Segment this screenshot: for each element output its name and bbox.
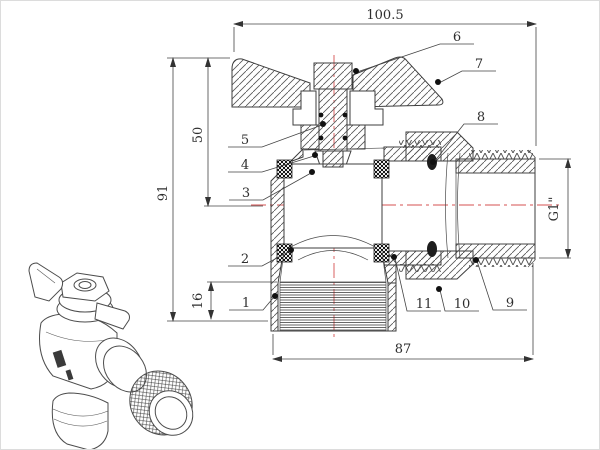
callout-3-label: 3: [242, 186, 250, 201]
stem-nut: [313, 62, 353, 90]
stem-oring-left-lower: [318, 135, 324, 141]
callout-6-label: 6: [453, 30, 461, 45]
callout-5: 5: [228, 121, 326, 148]
stem-oring-right-upper: [342, 112, 348, 118]
3d-body-marking-small: [65, 369, 74, 381]
body-right-bottom-wall: [387, 282, 397, 332]
dimension-thread-depth: 16: [191, 281, 277, 320]
dim-overall-width-label: 100.5: [366, 8, 403, 23]
callout-4: 4: [228, 152, 318, 173]
callout-7-label: 7: [475, 57, 483, 72]
dim-overall-height-label: 91: [156, 185, 171, 202]
dim-body-length-label: 87: [395, 342, 412, 357]
callout-9-label: 9: [506, 296, 514, 311]
callout-8: 8: [430, 110, 498, 165]
seat-left-top: [276, 159, 293, 179]
stem-tip: [322, 150, 344, 168]
ball-and-seats: [276, 150, 390, 283]
gland-left: [300, 124, 320, 150]
seat-right-top: [373, 159, 390, 179]
callout-1-label: 1: [242, 296, 250, 311]
callout-6: 6: [353, 30, 474, 74]
dim-outlet-thread-label: G1": [547, 197, 562, 222]
dimension-stem-height: 50: [191, 57, 263, 207]
part-callouts: 1 2 3 4 5 6 7 8: [228, 30, 527, 312]
dimensions: 100.5 91 50 16 87 G1": [156, 8, 571, 362]
gland-right: [346, 124, 366, 150]
stem-shaft: [318, 88, 348, 152]
male-thread-bottom: [469, 258, 533, 267]
dim-thread-depth-label: 16: [191, 293, 206, 310]
dim-stem-height-label: 50: [191, 127, 206, 144]
dimension-overall-width: 100.5: [233, 8, 537, 146]
outlet-male-thread: [455, 149, 536, 268]
callout-3: 3: [229, 169, 315, 201]
inlet-female-thread: [279, 281, 387, 331]
body-left-wall: [270, 147, 304, 332]
3d-body-marking: [52, 349, 67, 368]
callout-9: 9: [473, 257, 527, 311]
callout-1: 1: [229, 293, 278, 311]
callout-10: 10: [436, 286, 479, 312]
valve-stem-section: [313, 62, 353, 152]
dimension-overall-height: 91: [156, 57, 268, 322]
callout-2-label: 2: [241, 252, 249, 267]
dimension-outlet-thread: G1": [539, 158, 571, 259]
male-thread-top: [469, 150, 533, 159]
dimension-body-length: 87: [272, 263, 534, 362]
union-oring-bottom: [427, 241, 437, 257]
callout-11: 11: [391, 254, 441, 312]
callout-4-label: 4: [241, 158, 249, 173]
3d-handle-left-wing: [28, 262, 64, 302]
callout-11-label: 11: [416, 297, 433, 312]
valve-3d-view: [28, 262, 194, 449]
stem-oring-left-upper: [318, 112, 324, 118]
callout-10-label: 10: [454, 297, 471, 312]
stem-oring-right-lower: [342, 135, 348, 141]
callout-7: 7: [435, 57, 496, 85]
3d-bottom-cap: [51, 392, 109, 449]
seat-left-bottom: [276, 243, 293, 263]
callout-5-label: 5: [241, 133, 249, 148]
3d-handle-right-wing: [94, 302, 130, 330]
seat-right-bottom: [373, 243, 390, 263]
callout-2: 2: [228, 247, 294, 267]
callout-8-label: 8: [477, 110, 485, 125]
